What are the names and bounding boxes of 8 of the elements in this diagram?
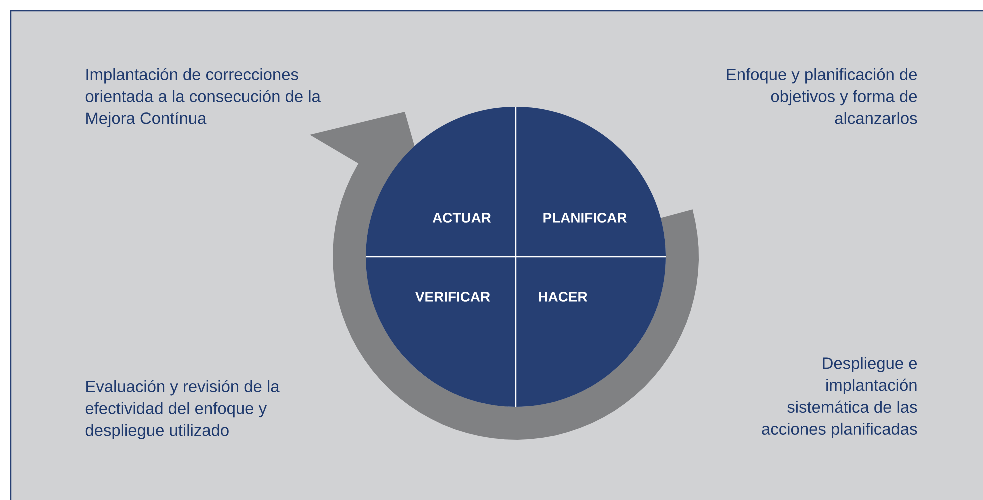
description-text: Enfoque y planificación de objetivos y forma de alcanzarlos — [727, 68, 918, 124]
quadrant: ACTUAR — [366, 106, 516, 257]
quadrant: HACER — [516, 256, 666, 407]
description-text: Evaluación y revisión de la efectividad del enfoque y despliegue utilizado — [86, 380, 280, 440]
description-text: Implantación de correcciones orientada a la consecución de la Mejora Contínua — [86, 68, 321, 128]
quadrant: PLANIFICAR — [516, 106, 666, 257]
quadrant: VERIFICAR — [366, 256, 516, 407]
description-text: Despliegue e implantación sistemática de las acciones planificadas — [762, 357, 918, 438]
